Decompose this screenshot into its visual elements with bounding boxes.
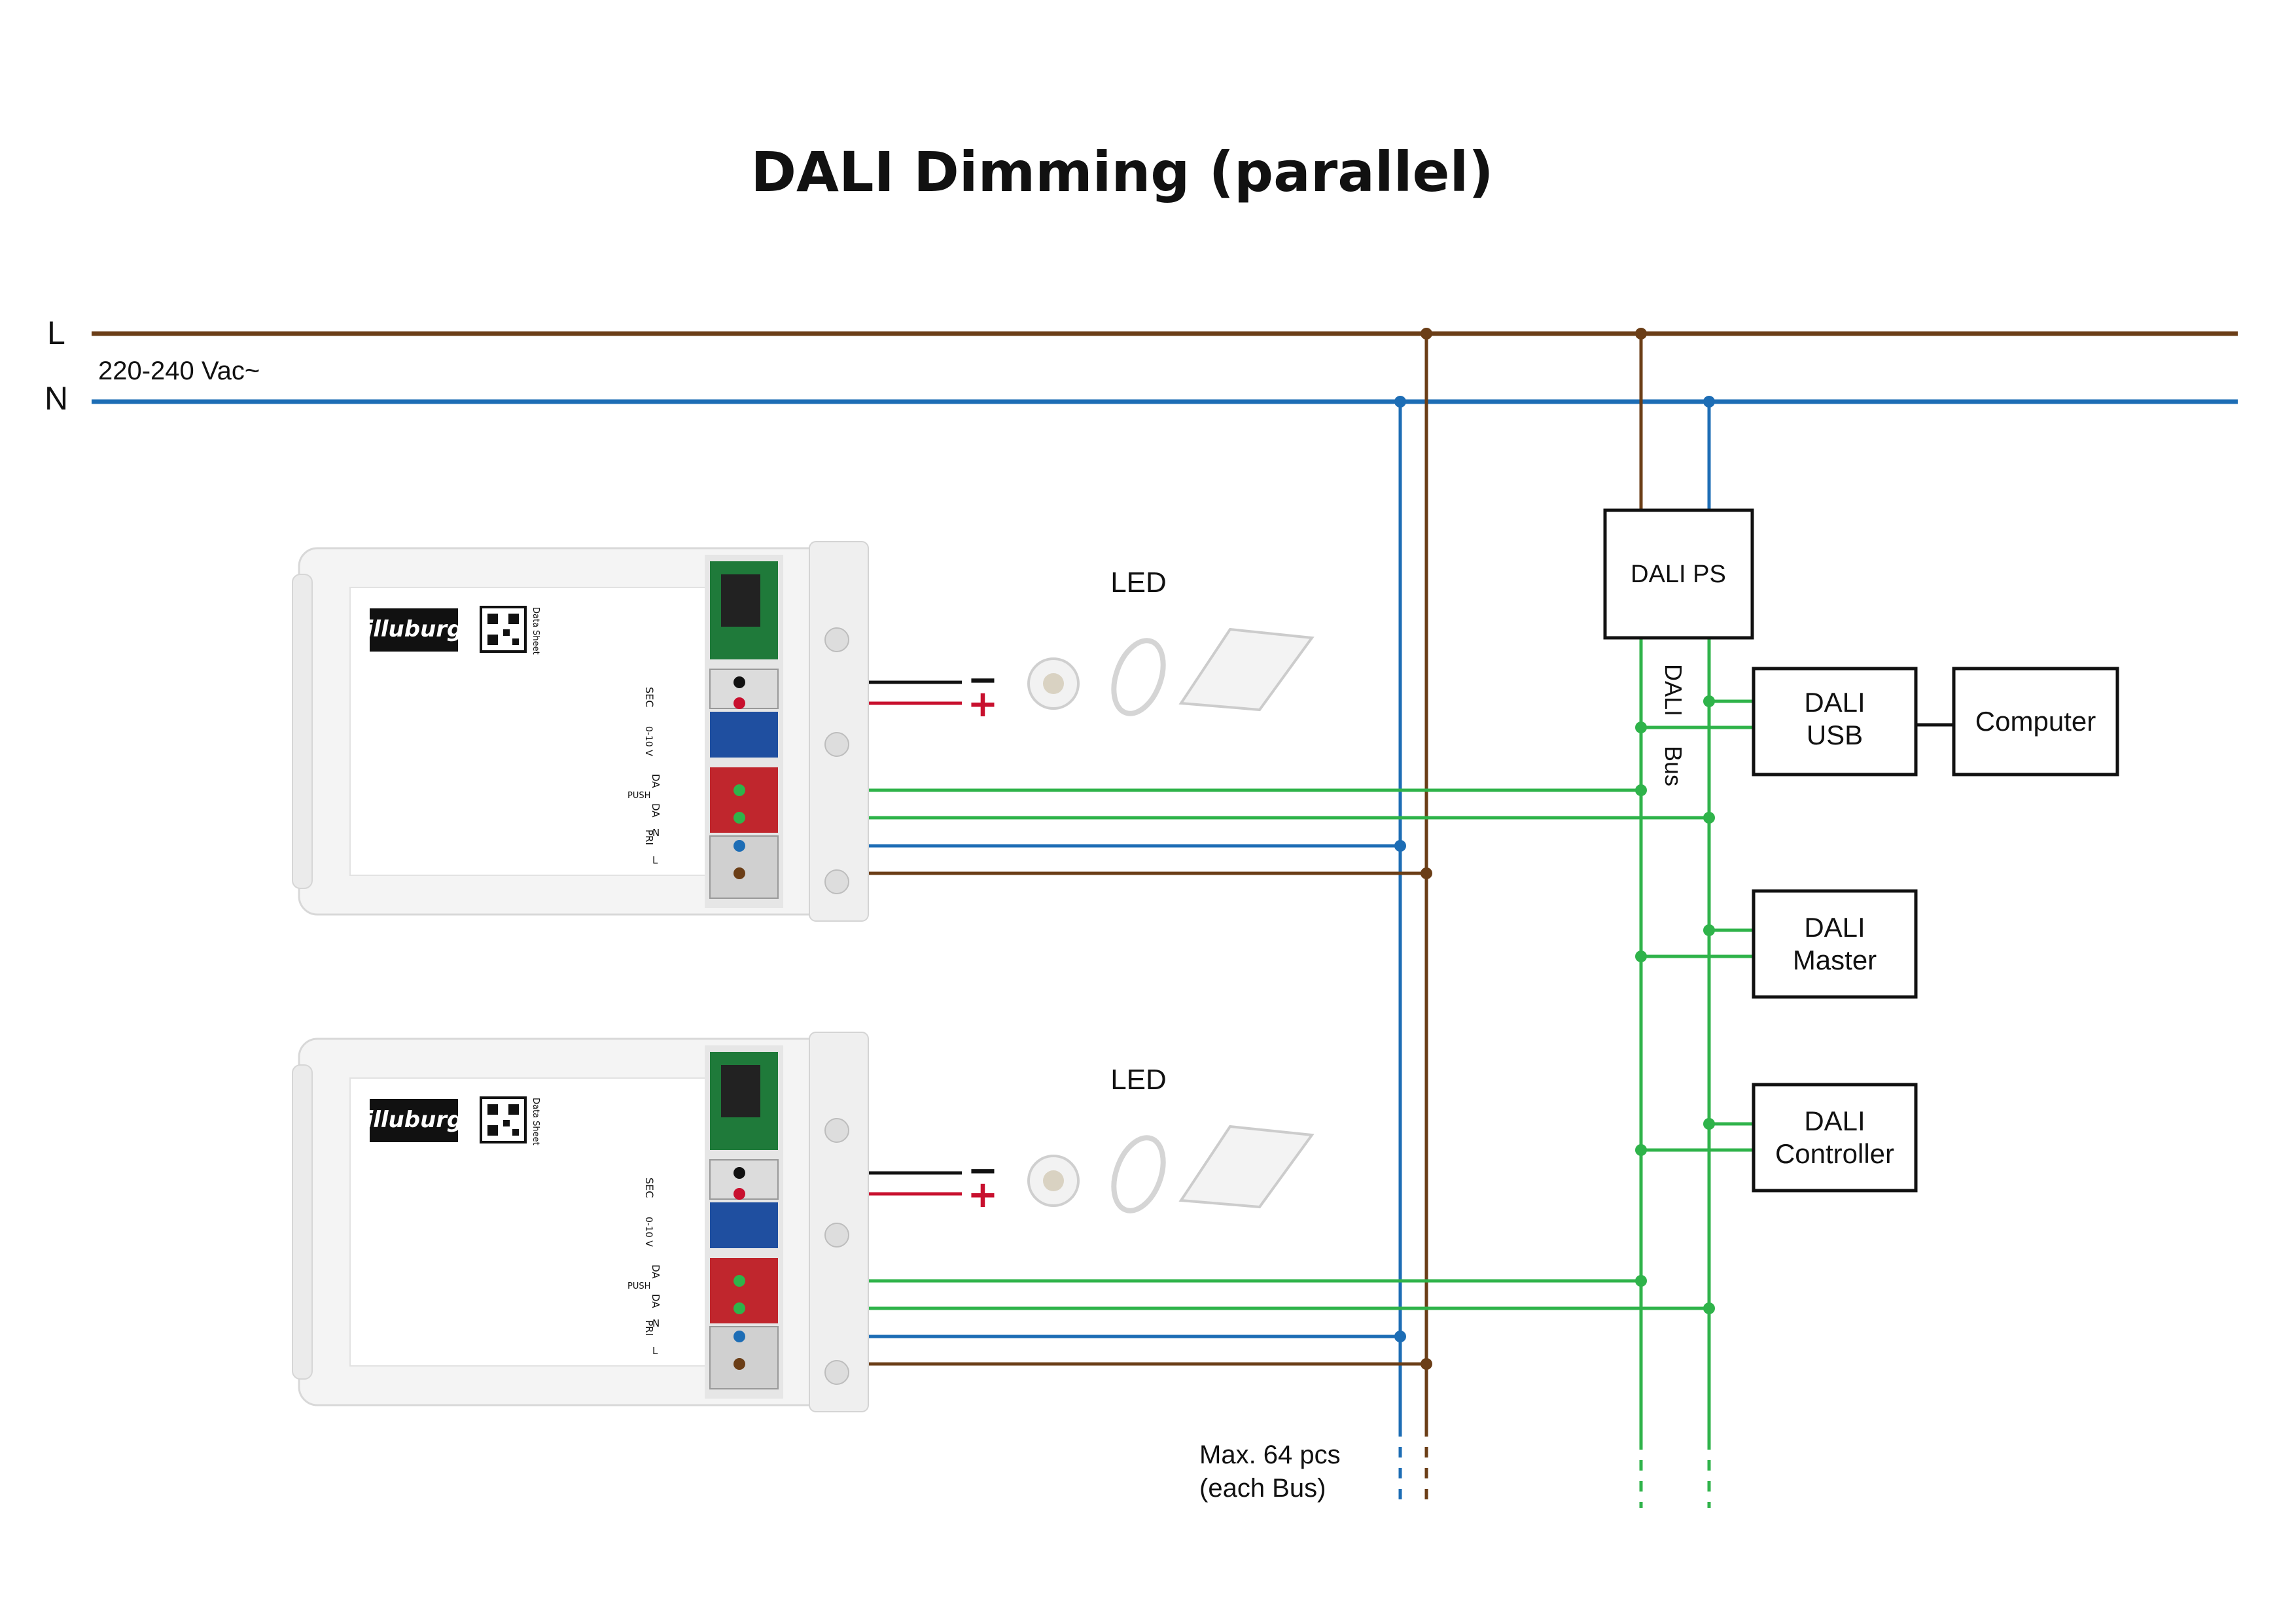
dali-ps-label: DALI PS — [1631, 561, 1726, 588]
junction-dot — [1421, 867, 1432, 879]
dali-ps-block: DALI PS — [1603, 508, 1754, 640]
junction-dot — [1635, 722, 1647, 733]
terminal-dot — [733, 784, 745, 796]
junction-dot — [1703, 396, 1715, 408]
junction-dot — [1635, 951, 1647, 962]
driver2-plus-sign: + — [968, 1174, 998, 1216]
led-label-2: LED — [1110, 1064, 1167, 1096]
led-label-1: LED — [1110, 567, 1167, 599]
driver-2: illuburg Data Sheet SEC 0-10 V PUSH DA D… — [291, 1031, 870, 1413]
led-luminaires-1 — [1027, 627, 1315, 716]
terminal-label-0-10v: 0-10 V — [643, 1217, 654, 1247]
terminal-label-n: N — [652, 1318, 660, 1329]
qr-caption: Data Sheet — [531, 607, 540, 655]
led-luminaires-2 — [1027, 1125, 1315, 1213]
driver1-plus-sign: + — [968, 683, 998, 725]
junction-dot — [1394, 840, 1406, 852]
terminal-dot — [733, 1358, 745, 1370]
terminal-dot — [733, 812, 745, 824]
dali-master-label-1: DALI — [1804, 912, 1865, 943]
downlight-ring-icon — [1111, 638, 1166, 716]
junction-dot — [1635, 1144, 1647, 1156]
bus-label-line2: Bus — [1660, 746, 1687, 786]
panel-light-icon — [1178, 627, 1315, 712]
dali-usb-block: DALI USB — [1752, 667, 1918, 777]
computer-block: Computer — [1952, 667, 2119, 777]
dali-master-label-2: Master — [1793, 945, 1877, 975]
junction-dot — [1635, 784, 1647, 796]
terminal-dot — [733, 676, 745, 688]
terminal-label-da2: DA — [650, 803, 662, 818]
terminal-label-pri: PRI — [643, 1320, 655, 1336]
terminal-label-da2: DA — [650, 1294, 662, 1308]
qr-caption: Data Sheet — [531, 1098, 540, 1145]
terminal-dot — [733, 1331, 745, 1342]
terminal-dot — [733, 1275, 745, 1287]
driver2-minus-sign: − — [968, 1149, 998, 1192]
driver1-minus-sign: − — [968, 659, 998, 701]
driver-brand: illuburg — [366, 616, 463, 642]
driver-brand: illuburg — [366, 1107, 463, 1133]
terminal-label-n: N — [652, 827, 660, 839]
terminal-label-push: PUSH — [627, 791, 650, 801]
junction-dots — [1394, 328, 1715, 1370]
junction-dot — [1421, 1358, 1432, 1370]
panel-light-icon — [1178, 1125, 1315, 1209]
terminal-label-0-10v: 0-10 V — [643, 726, 654, 756]
dali-usb-label-1: DALI — [1804, 687, 1865, 718]
spotlight-lens — [1043, 673, 1064, 694]
junction-dot — [1703, 924, 1715, 936]
dali-master-block: DALI Master — [1752, 889, 1918, 999]
driver-1: illuburg Data Sheet SEC 0-10 V PUSH DA D… — [291, 540, 870, 922]
terminal-dot — [733, 697, 745, 709]
terminal-label-da1: DA — [650, 774, 662, 788]
computer-label: Computer — [1975, 706, 2096, 737]
terminal-dot — [733, 1167, 745, 1179]
terminal-label-l: L — [652, 1345, 658, 1357]
terminal-label-sec: SEC — [643, 1178, 656, 1198]
terminal-dot — [733, 867, 745, 879]
junction-dot — [1394, 1331, 1406, 1342]
dali-usb-label-2: USB — [1807, 720, 1863, 750]
dali-controller-label-2: Controller — [1775, 1138, 1894, 1169]
footnote-line1: Max. 64 pcs — [1199, 1440, 1341, 1469]
spotlight-lens — [1043, 1170, 1064, 1191]
terminal-dot — [733, 840, 745, 852]
downlight-ring-icon — [1111, 1135, 1166, 1213]
junction-dot — [1421, 328, 1432, 340]
line-label: L — [47, 315, 65, 351]
neutral-label: N — [44, 380, 68, 417]
junction-dot — [1703, 695, 1715, 707]
terminal-label-sec: SEC — [643, 687, 656, 707]
dali-controller-label-1: DALI — [1804, 1106, 1865, 1136]
terminal-dot — [733, 1302, 745, 1314]
terminal-label-l: L — [652, 854, 658, 866]
dali-controller-block: DALI Controller — [1752, 1083, 1918, 1193]
terminal-label-push: PUSH — [627, 1282, 650, 1291]
junction-dot — [1635, 328, 1647, 340]
bus-label-line1: DALI — [1660, 664, 1687, 716]
junction-dot — [1703, 812, 1715, 824]
diagram-title: DALI Dimming (parallel) — [751, 140, 1493, 204]
junction-dot — [1394, 396, 1406, 408]
voltage-label: 220-240 Vac~ — [98, 357, 260, 385]
terminal-label-pri: PRI — [643, 829, 655, 845]
terminal-dot — [733, 1188, 745, 1200]
footnote-line2: (each Bus) — [1199, 1474, 1326, 1503]
junction-dot — [1703, 1118, 1715, 1130]
terminal-label-da1: DA — [650, 1265, 662, 1279]
junction-dot — [1635, 1275, 1647, 1287]
junction-dot — [1703, 1302, 1715, 1314]
